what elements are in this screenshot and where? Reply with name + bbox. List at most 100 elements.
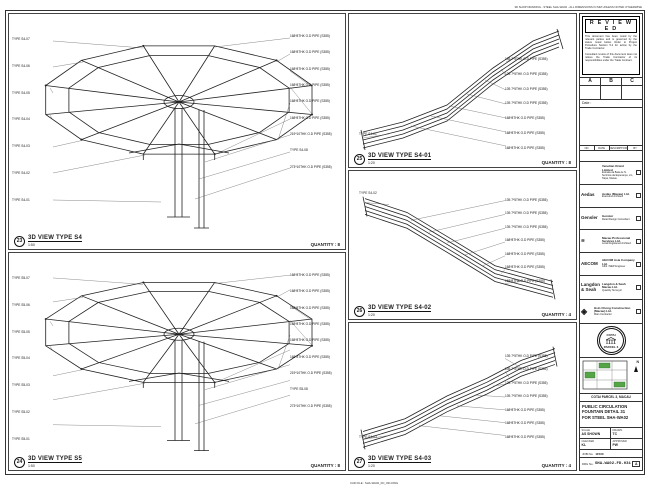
sheet-border bbox=[5, 10, 645, 475]
member-label: 168*8THK O.D PIPE (S355) bbox=[290, 66, 330, 71]
consultant-name: Venetian Orient Limited bbox=[602, 165, 625, 172]
member-label: 219*10THK O.D PIPE (S355) bbox=[290, 371, 332, 376]
pipe-label: 168*8THK O.D PIPE (S355) bbox=[505, 421, 545, 426]
view-number-bubble: 27 bbox=[354, 456, 365, 468]
drawing-number-label: DRG No. bbox=[582, 462, 594, 466]
reviewed-stamp: R E V I E W E D This document has been n… bbox=[580, 14, 642, 78]
view-title: 3D VIEW TYPE S4-02 bbox=[368, 305, 432, 312]
revision-header-cell: NO. bbox=[580, 146, 595, 150]
info-field-label: CHECKED bbox=[581, 439, 595, 443]
pipe-bundle-drawing bbox=[360, 346, 558, 450]
pipe-bundle-drawing bbox=[362, 196, 556, 300]
consultant-name: Langdon & Seah Macau Ltd. bbox=[602, 282, 626, 290]
consultant-detail: C&S / MEP Engineer bbox=[602, 265, 626, 269]
job-number-label: JOB No. bbox=[582, 451, 594, 456]
contractor-logo-icon: ◈ bbox=[581, 306, 588, 316]
revision-header-cell: DATE bbox=[595, 146, 610, 150]
pipe-label: 168*8THK O.D PIPE (S355) bbox=[505, 116, 545, 121]
consultant-row: Aedas Aedas (Macau) Ltd. Executive Archi… bbox=[580, 185, 642, 208]
member-label: TYPE S5-08 bbox=[290, 387, 308, 392]
view-scale: 1:20 bbox=[368, 464, 375, 468]
info-field-label: SCALE bbox=[581, 428, 591, 432]
pipe-label: 168*8THK O.D PIPE (S355) bbox=[505, 238, 545, 243]
member-label: TYPE S5-04 bbox=[12, 356, 30, 361]
view-scale: 1:50 bbox=[28, 464, 35, 468]
consultant-logo: ≋ bbox=[581, 238, 585, 244]
consultant-list: Venetian Orient Limited Estrada da Baía … bbox=[580, 162, 642, 300]
consultant-row: Venetian Orient Limited Estrada da Baía … bbox=[580, 162, 642, 185]
consultant-logo: Aedas bbox=[581, 192, 595, 198]
quantity-label: QUANTITY : 8 bbox=[541, 160, 571, 165]
checkbox bbox=[636, 170, 641, 176]
pipe-label: 168*8THK O.D PIPE (S355) bbox=[505, 251, 545, 256]
member-label: TYPE S4-04 bbox=[12, 117, 30, 122]
drawing-title-line-1: PUBLIC CIRCULATION bbox=[582, 404, 628, 409]
building-icon bbox=[606, 337, 616, 344]
consultant-detail: Local Registered Architect bbox=[602, 242, 632, 246]
quantity-label: QUANTITY : 8 bbox=[310, 463, 340, 468]
info-field-label: DRAWN bbox=[612, 428, 623, 432]
view-title: 3D VIEW TYPE S4-01 bbox=[368, 153, 432, 160]
assembly-tag: TYPE S4-02 bbox=[359, 191, 377, 195]
member-label: TYPE S4-08 bbox=[290, 148, 308, 153]
info-field-value: TC bbox=[612, 431, 618, 436]
quantity-label: QUANTITY : 4 bbox=[541, 312, 571, 317]
checkbox bbox=[636, 261, 641, 267]
member-label: 168*8THK O.D PIPE (S355) bbox=[290, 305, 330, 310]
pipe-label: 139.7*5THK O.D PIPE (S355) bbox=[505, 394, 548, 399]
stamp-body-2: Consultant review of this document does … bbox=[585, 52, 637, 62]
revision-header-cell: BY bbox=[633, 146, 637, 150]
member-label: 273*10THK O.D PIPE (S355) bbox=[290, 403, 332, 408]
consultant-row: Gensler Gensler Retail Design Consultant bbox=[580, 208, 642, 231]
pipe-label: 139.7*5THK O.D PIPE (S355) bbox=[505, 367, 548, 372]
pipe-label: 168*8THK O.D PIPE (S355) bbox=[505, 130, 545, 135]
pipe-bundle-drawing bbox=[360, 28, 564, 151]
member-label: 168*8THK O.D PIPE (S355) bbox=[290, 322, 330, 327]
revision-badge: A bbox=[632, 461, 640, 467]
member-label: 168*8THK O.D PIPE (S355) bbox=[290, 273, 330, 277]
assembly-tag: TYPE S4-01 bbox=[359, 132, 377, 136]
view-number-bubble: 23 bbox=[14, 235, 25, 247]
pipe-label: 168*8THK O.D PIPE (S355) bbox=[505, 145, 545, 150]
view-number-bubble: 24 bbox=[14, 456, 25, 468]
view-title: 3D VIEW TYPE S4 bbox=[28, 235, 83, 242]
pipe-label: 139.7*5THK O.D PIPE (S355) bbox=[505, 71, 548, 76]
member-label: 273*10THK O.D PIPE (S355) bbox=[290, 164, 332, 169]
consultant-row: ≋ Macau Professional Services Ltd. Local… bbox=[580, 230, 642, 254]
member-label: 168*8THK O.D PIPE (S355) bbox=[290, 289, 330, 294]
status-columns: A B C bbox=[580, 78, 642, 100]
drawing-info-fields: SCALE AS SHOWN DRAWN TC CHECKED KL APPRO… bbox=[580, 428, 642, 450]
job-number-row: JOB No. 11530 bbox=[580, 450, 642, 458]
quantity-label: QUANTITY : 4 bbox=[541, 463, 571, 468]
pipe-labels: 139.7*5THK O.D PIPE (S355)139.7*5THK O.D… bbox=[505, 198, 573, 283]
seal-line-1: COTAI bbox=[606, 332, 616, 337]
right-member-labels: 168*8THK O.D PIPE (S355) 168*8THK O.D PIP… bbox=[290, 273, 342, 408]
consultant-detail: Estrada da Baía de N. Senhora da Esperan… bbox=[602, 171, 633, 180]
view-panel-27: TYPE S4-03 139.7*5THK O.D PIPE (S355)139… bbox=[348, 322, 577, 471]
contractor-detail: Main Contractor bbox=[594, 312, 612, 316]
reviewed-heading: R E V I E W E D bbox=[585, 19, 637, 33]
status-c-label: C bbox=[622, 78, 642, 86]
pipe-labels: 139.7*5THK O.D PIPE (S355)139.7*5THK O.D… bbox=[505, 57, 573, 150]
info-field: SCALE AS SHOWN bbox=[580, 428, 611, 439]
status-b-label: B bbox=[601, 78, 621, 86]
status-c-cell bbox=[622, 86, 642, 99]
consultant-name: AECOM Asia Company Ltd. bbox=[602, 259, 635, 266]
member-label: TYPE S4-01 bbox=[12, 197, 30, 202]
view-title: 3D VIEW TYPE S5 bbox=[28, 456, 83, 463]
contractor-name: Hsin Chong Construction (Macau) Ltd. bbox=[594, 306, 631, 314]
view-panel-25: TYPE S4-01 139.7*5THK O.D PIPE (S355)139… bbox=[348, 13, 577, 168]
pipe-labels: 139.7*5THK O.D PIPE (S355) 139.7*5THK O.D… bbox=[505, 354, 573, 439]
consultant-logo: Gensler bbox=[581, 215, 598, 221]
checkbox bbox=[636, 309, 641, 314]
info-field-value: PW bbox=[612, 442, 618, 447]
consultant-name: Gensler bbox=[602, 215, 614, 219]
consultant-detail: Quantity Surveyor bbox=[602, 288, 623, 292]
key-plan-map bbox=[582, 360, 628, 390]
member-label: TYPE S4-06 bbox=[12, 63, 30, 68]
member-label: 168*8THK O.D PIPE (S355) bbox=[290, 115, 330, 120]
consultant-row: AECOM AECOM Asia Company Ltd. C&S / MEP … bbox=[580, 253, 642, 277]
